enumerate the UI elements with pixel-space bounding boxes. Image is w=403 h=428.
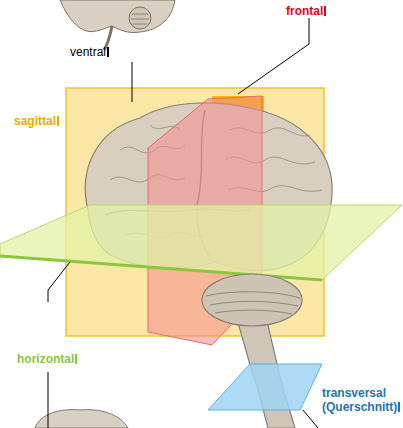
view-label: ventral (70, 45, 109, 59)
plane-label: sagittal (14, 114, 59, 128)
horizontal-plane (0, 205, 402, 280)
plane-label: transversal (Querschnitt) (322, 386, 402, 414)
transversal-plane (208, 364, 322, 410)
leader-lines (48, 18, 318, 428)
plane-label: frontal (286, 4, 326, 18)
bottom-brain-fragment (35, 410, 128, 428)
top-brain-fragment (60, 0, 175, 50)
plane-label: horizontal (17, 352, 77, 366)
